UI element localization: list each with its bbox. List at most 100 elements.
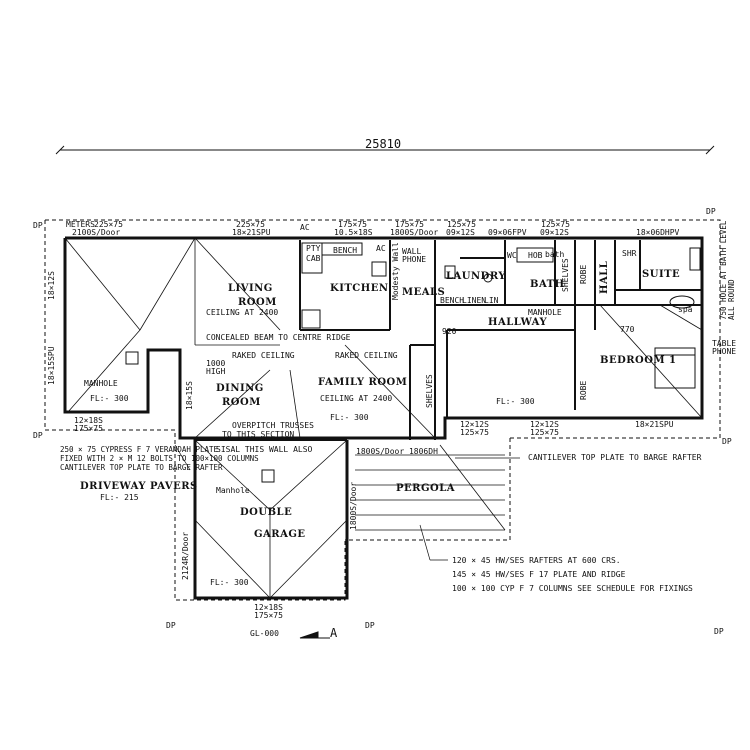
cantilever-note: CANTILEVER TOP PLATE TO BARGE RAFTER	[528, 453, 702, 462]
fixed-bolts-note: FIXED WITH 2 × M 12 BOLTS TO 100×100 COL…	[60, 454, 259, 463]
meters-label: METERS	[66, 220, 95, 229]
window-code: 175×75	[338, 220, 367, 229]
window-code: 125×75	[460, 428, 489, 437]
internal-walls	[195, 240, 702, 441]
manhole-label-2: MANHOLE	[528, 308, 562, 317]
window-code: 18×21SPU	[232, 228, 271, 237]
room-hall: HALL	[599, 260, 610, 294]
room-suite: SUITE	[642, 269, 681, 280]
overall-dimension-line	[55, 145, 715, 155]
linen-label: LINEN	[462, 296, 487, 305]
floor-level-garage: FL:- 300	[210, 578, 249, 587]
corner-dp-bottom-left: DP	[166, 621, 176, 630]
door-code: 1800S/Door	[390, 228, 439, 237]
window-code: 18×15SPU	[47, 346, 56, 385]
bench-label-2: BENCH	[440, 296, 465, 305]
window-code: 125×75	[541, 220, 570, 229]
window-code: 125×75	[447, 220, 476, 229]
window-code: 175×75	[74, 424, 103, 433]
window-code: 12×12S	[460, 420, 489, 429]
raked-ceiling-dining: RAKED CEILING	[232, 351, 295, 360]
window-code: 12×12S	[530, 420, 559, 429]
bath-fixture-label: bath	[545, 250, 565, 259]
sisal-label: SISAL THIS WALL ALSO	[216, 445, 313, 454]
pty-label: PTY	[306, 244, 321, 253]
cab-label: CAB	[306, 254, 321, 263]
wc-label: WC	[507, 251, 517, 260]
window-code: 09×12S	[540, 228, 569, 237]
window-code: 12×18S	[254, 603, 283, 612]
room-kitchen: KITCHEN	[330, 283, 389, 294]
floor-level-family: FL:- 300	[330, 413, 369, 422]
veranda-note: 250 × 75 CYPRESS F 7 VERANDAH PLATE	[60, 445, 219, 454]
manhole-label: MANHOLE	[84, 379, 118, 388]
section-a-label: A	[330, 626, 338, 640]
room-bath: BATH	[530, 279, 565, 290]
window-code: 18×06DHPV	[636, 228, 680, 237]
window-code: 18×21SPU	[635, 420, 674, 429]
floor-level-lounge: FL:- 300	[90, 394, 129, 403]
wall-height-label: 1000 HIGH	[206, 359, 226, 376]
roof-hip-lines	[64, 237, 703, 599]
floor-level-bedroom: FL:- 300	[496, 397, 535, 406]
concealed-beam-label: CONCEALED BEAM TO CENTRE RIDGE	[206, 333, 351, 342]
door-code-pergola: 1800S/Door	[349, 481, 358, 530]
room-pergola: PERGOLA	[396, 483, 455, 494]
bath-level-note: 750 HOLE AT BATH LEVEL ALL ROUND	[719, 220, 736, 320]
external-walls	[63, 236, 704, 600]
rafters-note: 120 × 45 HW/SES RAFTERS AT 600 CRS.	[452, 556, 621, 565]
section-marker-a	[299, 631, 330, 639]
window-code: 225×75	[94, 220, 123, 229]
garage-manhole-label: Manhole	[216, 486, 250, 495]
roof-outline	[44, 219, 721, 601]
corner-dp-top-right: DP	[706, 207, 716, 216]
robe-label: ROBE	[579, 264, 588, 284]
window-code: 125×75	[530, 428, 559, 437]
living-ceiling-label: CEILING AT 2400	[206, 308, 279, 317]
room-bedroom: BEDROOM 1	[600, 355, 677, 366]
corner-dp-right: DP	[722, 437, 732, 446]
room-hallway: HALLWAY	[488, 317, 548, 328]
door-code: 1800S/Door 1806DH	[356, 447, 438, 456]
pergola-rafters	[355, 444, 506, 531]
cantilever-top-note: CANTILEVER TOP PLATE TO BARGE RAFTER	[60, 463, 223, 472]
hob-label: HOB	[528, 251, 543, 260]
manhole-square	[125, 351, 139, 365]
window-code: 12×18S	[74, 416, 103, 425]
width-920: 920	[442, 327, 457, 336]
kitchen-fixtures	[301, 242, 387, 329]
wall-phone-label: WALL PHONE	[402, 247, 427, 264]
robe-label-2: ROBE	[579, 380, 588, 400]
corner-dp-bottom-right: DP	[714, 627, 724, 636]
width-770: 770	[620, 325, 635, 334]
shr-label: SHR	[622, 249, 637, 258]
window-code: 175×75	[395, 220, 424, 229]
modesty-wall-label: Modesty Wall	[391, 242, 400, 300]
spa-label: spa	[678, 305, 693, 314]
window-code: 18×12S	[47, 271, 56, 300]
ac-label-2: AC	[376, 244, 386, 253]
window-code: 225×75	[236, 220, 265, 229]
room-driveway: DRIVEWAY PAVERS	[80, 481, 198, 492]
window-code: 10.5×18S	[334, 228, 373, 237]
corner-dp-left: DP	[33, 431, 43, 440]
plate-note: 145 × 45 HW/SES F 17 PLATE AND RIDGE	[452, 570, 626, 579]
door-code: 2100S/Door	[72, 228, 121, 237]
corner-dp-top-left: DP	[33, 221, 43, 230]
table-phone-label: TABLE PHONE	[712, 339, 737, 356]
shelves-label-2: SHELVES	[425, 374, 434, 408]
window-code: 175×75	[254, 611, 283, 620]
room-garage: GARAGE	[254, 529, 306, 540]
window-code: 18×15S	[185, 381, 194, 410]
ground-level-label: GL-000	[250, 629, 279, 638]
bench-label: BENCH	[333, 246, 358, 255]
window-code: 09×06FPV	[488, 228, 527, 237]
door-code-garage: 2124R/Door	[181, 531, 190, 580]
family-ceiling-label: CEILING AT 2400	[320, 394, 393, 403]
to-this-section-label: TO THIS SECTION	[222, 430, 295, 439]
corner-dp-bottom-mid: DP	[365, 621, 375, 630]
raked-ceiling-family: RAKED CEILING	[335, 351, 398, 360]
room-living-2: ROOM	[238, 297, 277, 308]
bath-fixtures	[444, 247, 701, 309]
